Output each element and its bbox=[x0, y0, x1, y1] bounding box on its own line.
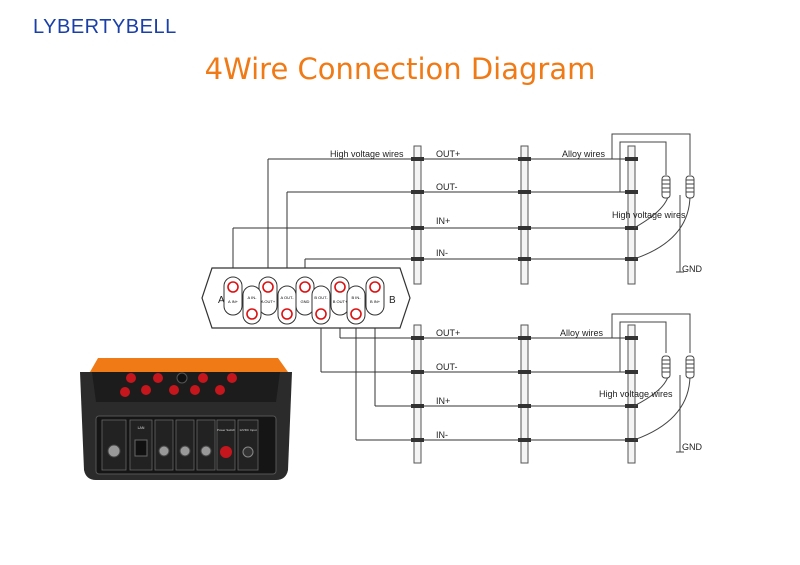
svg-text:A OUT-: A OUT- bbox=[280, 295, 294, 300]
svg-text:B OUT-: B OUT- bbox=[314, 295, 328, 300]
svg-text:B IN-: B IN- bbox=[351, 295, 361, 300]
upper-hv-right-label: High voltage wires bbox=[612, 210, 686, 220]
svg-text:A IN-: A IN- bbox=[248, 295, 258, 300]
device-lan-label: LAN bbox=[138, 426, 145, 430]
terminal-top-3: GND bbox=[295, 276, 315, 316]
lower-wire-in-plus: IN+ bbox=[436, 396, 450, 406]
upper-wire-out-minus: OUT- bbox=[436, 182, 458, 192]
upper-alloy-label: Alloy wires bbox=[562, 149, 606, 159]
upper-end-connections bbox=[611, 133, 691, 273]
upper-posts bbox=[413, 145, 636, 285]
upper-insulators bbox=[411, 157, 638, 261]
upper-spring-insulators bbox=[661, 175, 695, 199]
terminal-top-2: A OUT+ bbox=[258, 276, 278, 316]
device-dc-label: 12VDC Input bbox=[239, 428, 256, 432]
terminal-bottom-2: A OUT- bbox=[277, 285, 297, 325]
page-title: 4Wire Connection Diagram bbox=[204, 52, 596, 86]
terminal-top-5: B IN+ bbox=[365, 276, 385, 316]
panel-label-a: A bbox=[218, 295, 225, 306]
device-power-label: Power Switch bbox=[217, 428, 236, 432]
upper-gnd-label: GND bbox=[682, 264, 703, 274]
lower-gnd-label: GND bbox=[682, 442, 703, 452]
terminal-bottom-1: A IN- bbox=[242, 285, 262, 325]
lower-wire-out-minus: OUT- bbox=[436, 362, 458, 372]
panel-label-b: B bbox=[389, 295, 396, 306]
svg-text:A IN+: A IN+ bbox=[228, 299, 239, 304]
svg-text:B OUT+: B OUT+ bbox=[333, 299, 348, 304]
terminal-bottom-3: B OUT- bbox=[311, 285, 331, 325]
lower-posts bbox=[413, 324, 636, 464]
svg-text:A OUT+: A OUT+ bbox=[261, 299, 276, 304]
upper-wire-in-plus: IN+ bbox=[436, 216, 450, 226]
brand-logo: LYBERTYBELL bbox=[33, 16, 177, 38]
upper-wire-in-minus: IN- bbox=[436, 248, 448, 258]
upper-hv-label: High voltage wires bbox=[330, 149, 404, 159]
lower-wire-out-plus: OUT+ bbox=[436, 328, 460, 338]
lower-insulators bbox=[411, 336, 638, 442]
lower-wire-in-minus: IN- bbox=[436, 430, 448, 440]
terminal-bottom-4: B IN- bbox=[346, 285, 366, 325]
lower-hv-right-label: High voltage wires bbox=[599, 389, 673, 399]
svg-text:B IN+: B IN+ bbox=[370, 299, 381, 304]
terminal-panel: A B A IN+ A OUT+ GND B OUT+ B IN+ A IN- … bbox=[201, 267, 411, 329]
upper-wire-out-plus: OUT+ bbox=[436, 149, 460, 159]
svg-text:GND: GND bbox=[301, 299, 310, 304]
lower-end-connections bbox=[611, 313, 691, 453]
upper-wires bbox=[232, 158, 630, 283]
terminal-top-4: B OUT+ bbox=[330, 276, 350, 316]
lower-alloy-label: Alloy wires bbox=[560, 328, 604, 338]
device-illustration: LAN Power Switch 12VDC Input bbox=[80, 358, 292, 480]
lower-spring-insulators bbox=[661, 355, 695, 379]
terminal-top-1: A IN+ bbox=[223, 276, 243, 316]
